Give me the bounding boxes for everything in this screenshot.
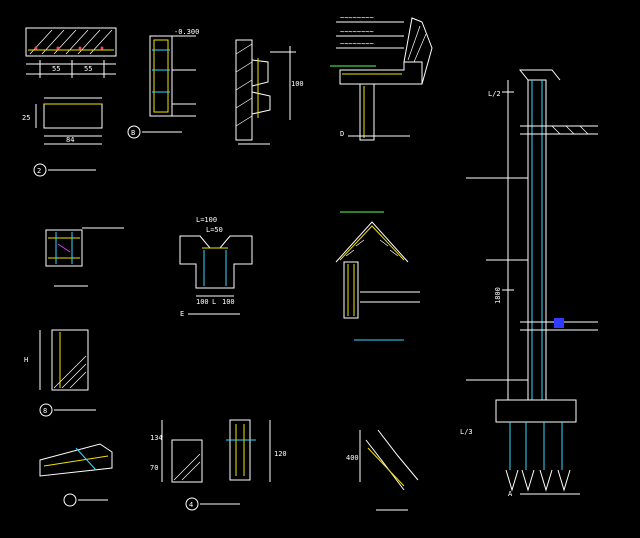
dim-text-l2: L/2	[488, 90, 501, 98]
detail-number-2: 2	[37, 167, 41, 175]
dim-text-120: 120	[274, 450, 287, 458]
detail-letter-e: E	[180, 310, 184, 318]
svg-text:~~~~~~~~: ~~~~~~~~	[340, 28, 374, 36]
dim-text-0300: -0.300	[174, 28, 199, 36]
dim-text-84: 84	[66, 136, 74, 144]
detail-roof-ridge	[335, 211, 420, 341]
dim-text-1: 55	[52, 65, 60, 73]
detail-roof-edge-d: ~~~~~~~~ ~~~~~~~~ ~~~~~~~~ D	[330, 14, 433, 141]
dim-text-l50: L=50	[206, 226, 223, 234]
blue-block-icon	[554, 318, 564, 328]
detail-beam-joint-4: 134 70 120 4	[150, 419, 287, 511]
dim-text-134: 134	[150, 434, 163, 442]
detail-column-base: H 8	[24, 329, 96, 417]
detail-marker-b: B	[131, 129, 135, 137]
detail-column-section-b: -0.300 B	[127, 28, 199, 139]
detail-joint	[45, 227, 124, 287]
dim-text-2: 55	[84, 65, 92, 73]
dim-text-l100: L=100	[196, 216, 217, 224]
dim-text-25: 25	[22, 114, 30, 122]
dim-text-a: A	[508, 490, 513, 498]
detail-stirrup: 84 25 2	[22, 97, 103, 177]
detail-sloped-beam	[39, 443, 113, 507]
dim-text-1800: 1800	[494, 287, 502, 304]
detail-number-4: 4	[189, 501, 193, 509]
svg-text:~~~~~~~~: ~~~~~~~~	[340, 40, 374, 48]
dim-text-100: 100	[291, 80, 304, 88]
dim-text-h: H	[24, 356, 28, 364]
dim-text-70: 70	[150, 464, 158, 472]
dim-text-100b: 100	[222, 298, 235, 306]
long-column-elevation: L/2 1800 L/3 A	[460, 69, 598, 498]
detail-letter-d: D	[340, 130, 344, 138]
detail-wall-section: 100	[235, 39, 304, 145]
detail-roof-junction: 400	[346, 429, 419, 511]
detail-slab-section: 55 55	[25, 27, 117, 78]
dim-text-100a: 100	[196, 298, 209, 306]
detail-cross-section-e: L=100 L=50 100 L 100 E	[179, 216, 253, 318]
svg-text:~~~~~~~~: ~~~~~~~~	[340, 14, 374, 22]
detail-number-8: 8	[43, 407, 47, 415]
dim-text-l3: L/3	[460, 428, 473, 436]
dim-text-l: L	[212, 298, 216, 306]
dim-text-400: 400	[346, 454, 359, 462]
